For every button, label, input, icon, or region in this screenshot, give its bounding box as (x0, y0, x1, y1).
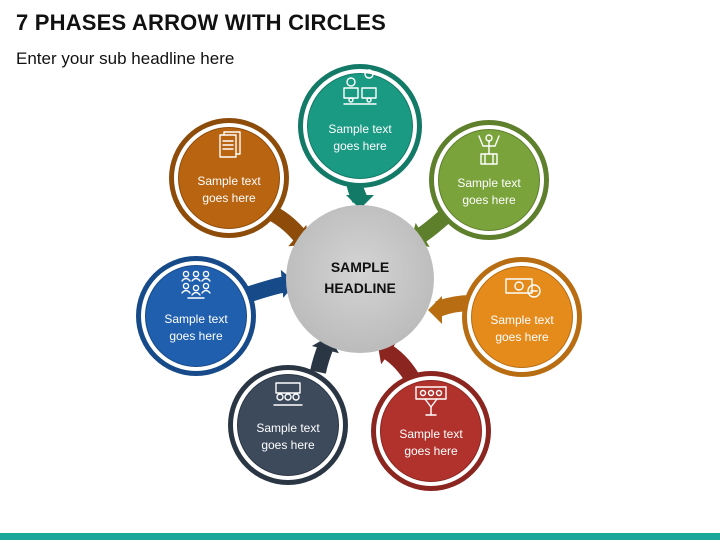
phase-5-text-line2: goes here (261, 438, 315, 452)
phase-6-text-line1: Sample text (164, 312, 228, 326)
phase-2-text-line1: Sample text (457, 176, 521, 190)
phase-3-text-line2: goes here (495, 330, 549, 344)
phase-1-white-ring (303, 69, 417, 183)
phase-5-text-line1: Sample text (256, 421, 320, 435)
phase-6-text-line2: goes here (169, 329, 223, 343)
winner-icon (478, 134, 500, 165)
phase-3-node: Sample text goes here (462, 257, 582, 377)
phase-7-text-line1: Sample text (197, 174, 261, 188)
phase-4-circle (381, 381, 481, 481)
phase-2-white-ring (434, 125, 544, 235)
phase-6-node: Sample text goes here (136, 256, 256, 376)
phase-7-arrow-shaft (268, 205, 307, 242)
phase-3-text-line1: Sample text (490, 313, 554, 327)
phase-5-circle (238, 375, 338, 475)
phase-4-white-ring (376, 376, 486, 486)
phase-7-text-line2: goes here (202, 191, 256, 205)
meeting-icon (273, 382, 303, 406)
money-icon (505, 278, 541, 298)
phase-5-arrow-head (311, 336, 339, 354)
phase-1-circle (308, 74, 412, 178)
center-circle (286, 205, 434, 353)
idea-team-icon (343, 69, 377, 105)
network-icon (181, 270, 211, 299)
phase-3-white-ring (467, 262, 577, 372)
phase-1-text-line1: Sample text (328, 122, 392, 136)
page-subtitle: Enter your sub headline here (16, 49, 235, 68)
center-headline-line2: HEADLINE (324, 280, 396, 296)
team-hands-icon (415, 386, 447, 416)
bottom-accent-bar (0, 533, 720, 540)
phase-2-node: Sample text goes here (429, 120, 549, 240)
phase-5-white-ring (233, 370, 343, 480)
phase-4-node: Sample text goes here (371, 371, 491, 491)
phase-1-text-line2: goes here (333, 139, 387, 153)
phase-2-circle (439, 130, 539, 230)
phase-4-text-line1: Sample text (399, 427, 463, 441)
page-title: 7 PHASES ARROW WITH CIRCLES (16, 10, 387, 35)
phase-5-arrow-shaft (310, 343, 334, 374)
phase-1-node: Sample text goes here (298, 64, 422, 188)
phase-4-text-line2: goes here (404, 444, 458, 458)
phase-7-node: Sample text goes here (169, 118, 289, 238)
phase-2-text-line2: goes here (462, 193, 516, 207)
phase-7-circle (179, 128, 279, 228)
phase-5-node: Sample text goes here (228, 365, 348, 485)
phase-6-circle (146, 266, 246, 366)
phase-3-arrow-head (428, 296, 442, 324)
center-node: SAMPLE HEADLINE (286, 205, 434, 353)
phase-7-white-ring (174, 123, 284, 233)
phase-1-arrow-head (346, 195, 374, 209)
center-headline-line1: SAMPLE (331, 259, 389, 275)
document-icon (219, 131, 241, 158)
phase-3-circle (472, 267, 572, 367)
phase-6-white-ring (141, 261, 251, 371)
